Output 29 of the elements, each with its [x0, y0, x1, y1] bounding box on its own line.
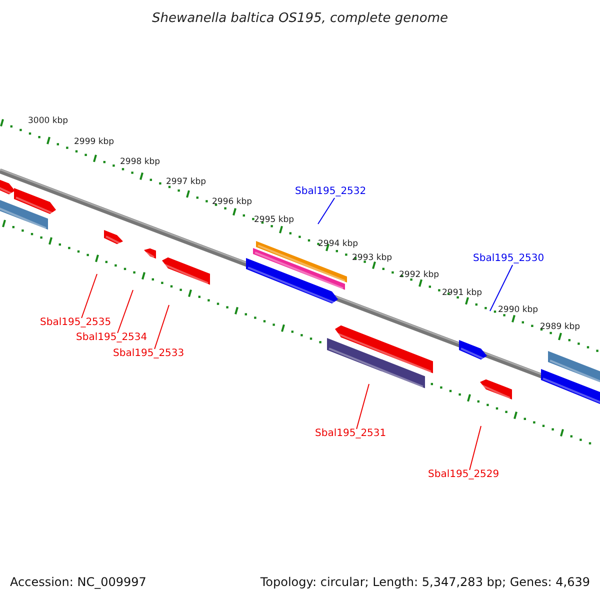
leader-line	[154, 304, 170, 350]
leader-line	[117, 290, 134, 334]
gene-label: Sbal195_2535	[40, 318, 112, 328]
leader-line	[81, 274, 98, 318]
gene-label: Sbal195_2531	[315, 429, 386, 439]
gene-label: Sbal195_2530	[473, 254, 544, 264]
gene-label: Sbal195_2529	[428, 470, 500, 480]
scale-label: 2998 kbp	[120, 158, 160, 166]
gene-label: Sbal195_2533	[113, 349, 184, 359]
scale-label: 2995 kbp	[254, 216, 294, 224]
scale-label: 2994 kbp	[318, 240, 358, 248]
gene-label: Sbal195_2532	[295, 187, 366, 197]
scale-label: 2999 kbp	[74, 138, 114, 146]
scale-label: 2996 kbp	[212, 198, 252, 206]
scale-label: 2989 kbp	[540, 322, 580, 332]
scale-label: 2993 kbp	[352, 254, 392, 262]
title: Shewanella baltica OS195, complete genome	[152, 12, 448, 24]
scale-label: 2992 kbp	[399, 270, 440, 280]
scale-label: 2990 kbp	[498, 306, 538, 314]
accession-text: Accession: NC_009997	[10, 576, 146, 588]
scale-label: 3000 kbp	[28, 116, 68, 126]
leader-line	[318, 198, 336, 224]
leader-line	[356, 384, 370, 430]
gene-label: Sbal195_2534	[76, 333, 148, 343]
leader-line	[490, 264, 514, 312]
leader-line	[469, 426, 482, 470]
scale-label: 2991 kbp	[442, 288, 482, 298]
genome-info-text: Topology: circular; Length: 5,347,283 bp; Genes: 4,639	[260, 576, 590, 588]
scale-label: 2997 kbp	[166, 178, 206, 186]
